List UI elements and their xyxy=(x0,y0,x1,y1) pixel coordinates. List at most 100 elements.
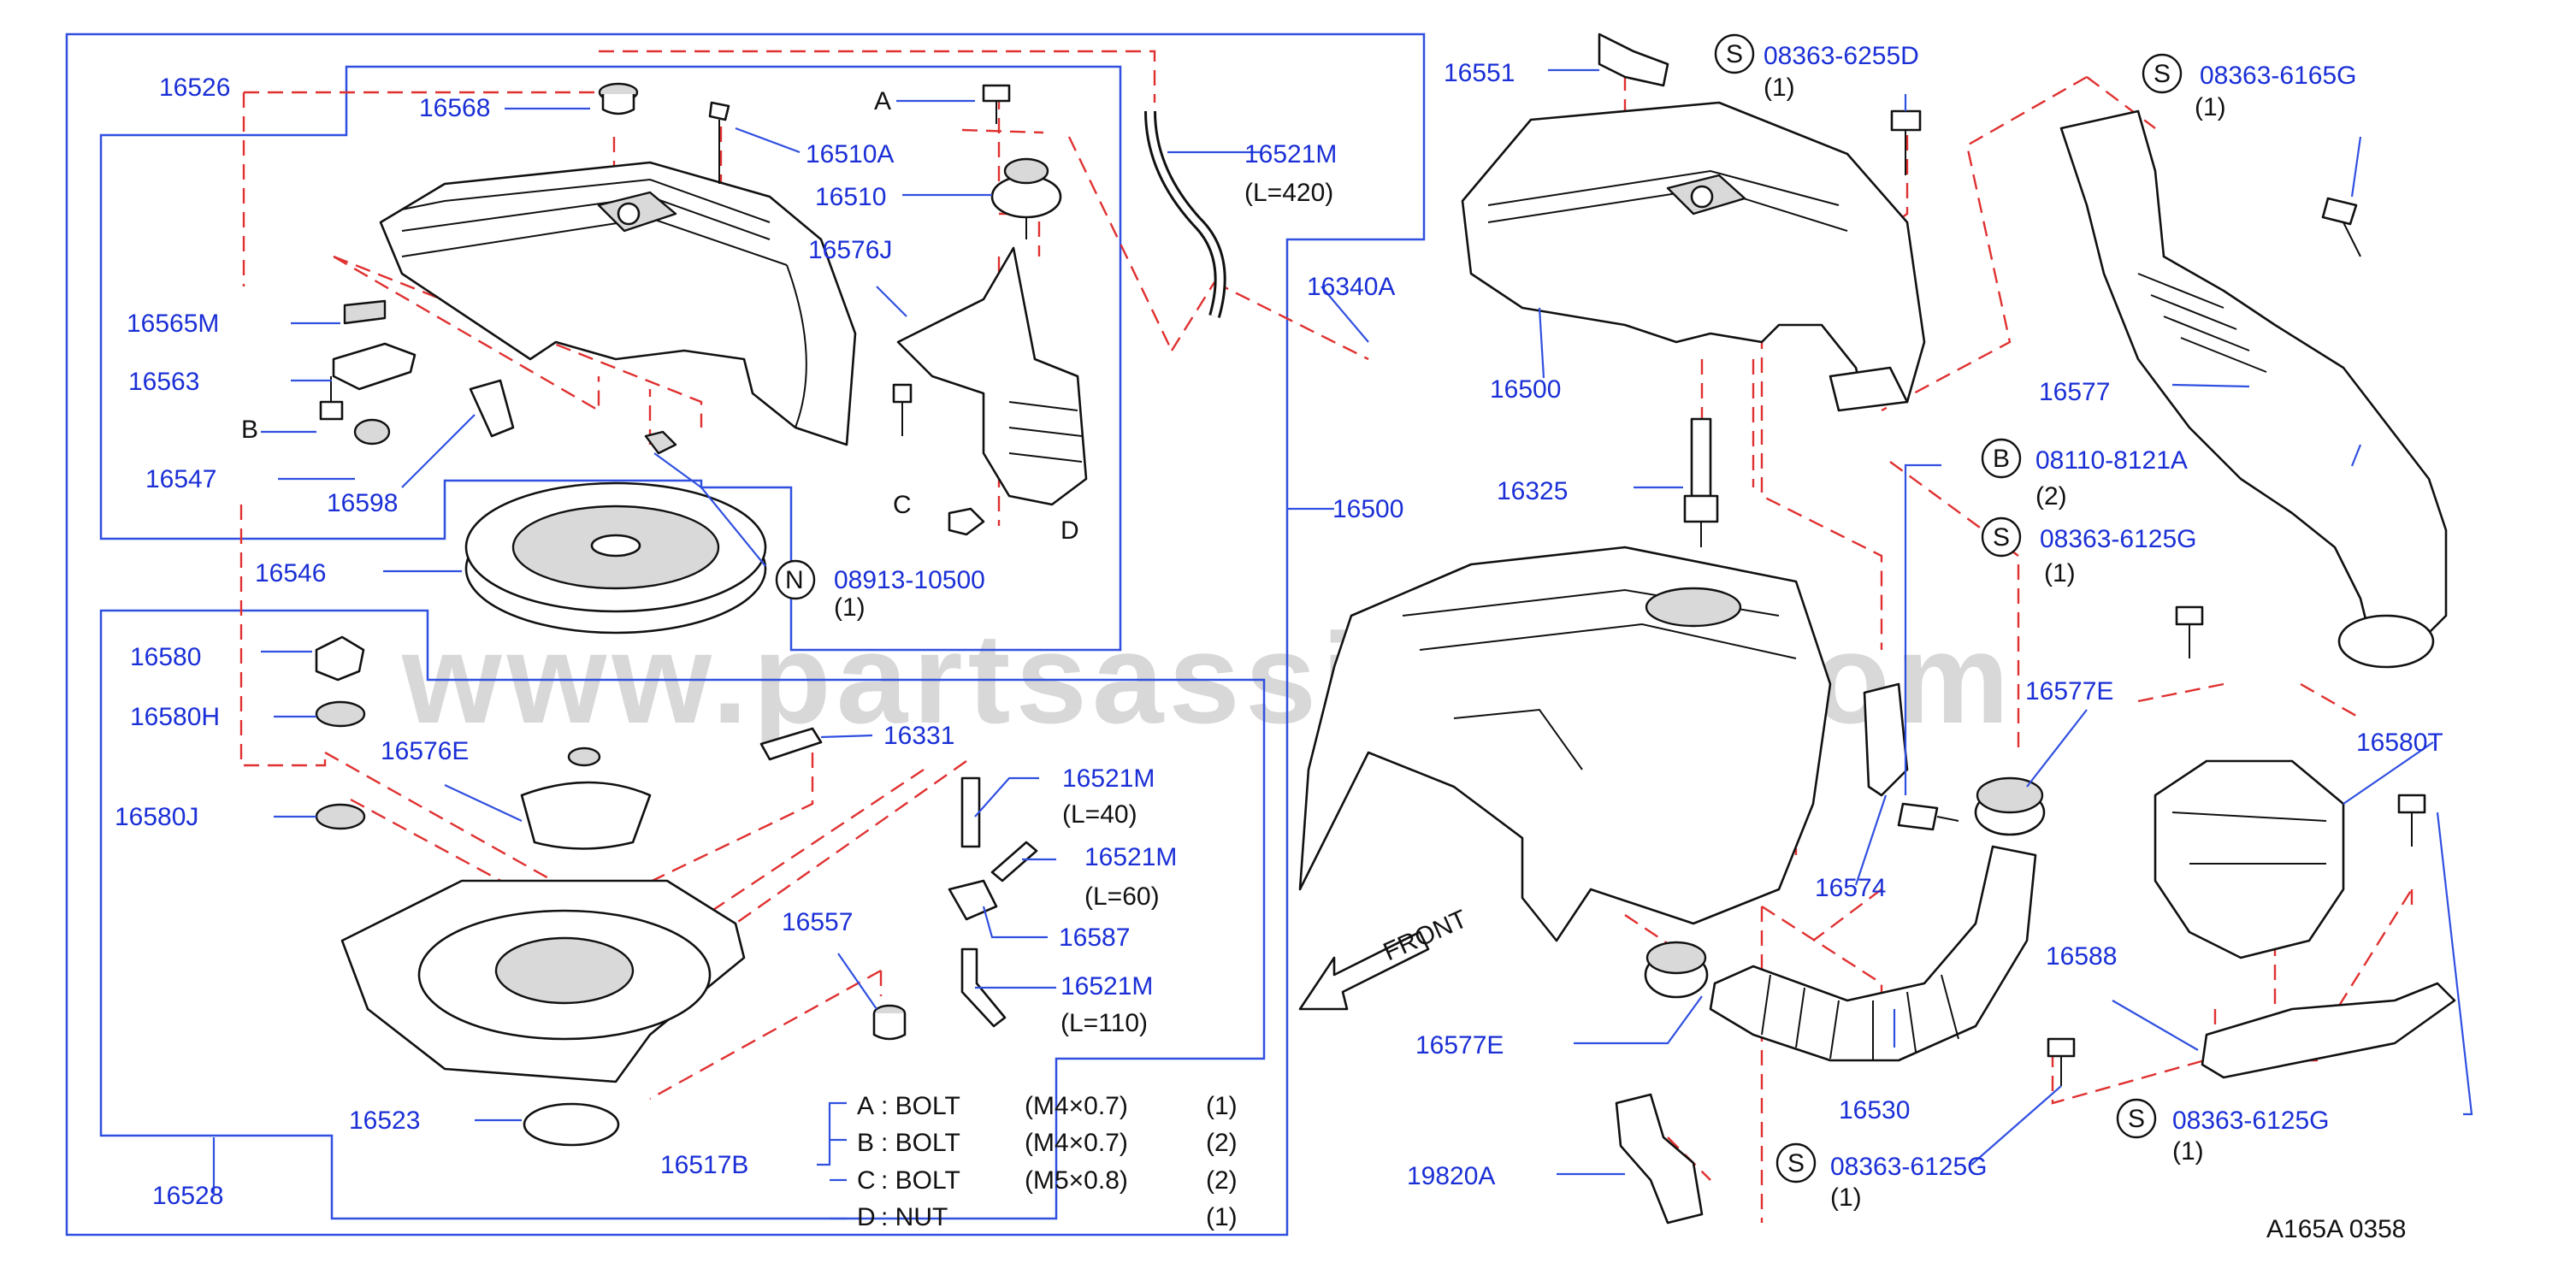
grommet-16547 xyxy=(353,418,391,446)
letter-D: D xyxy=(1061,516,1079,545)
bracket-16563 xyxy=(332,342,417,391)
label-l40: (L=40) xyxy=(1062,800,1137,829)
label-l110: (L=110) xyxy=(1061,1009,1148,1037)
stud-16510A xyxy=(708,101,730,184)
callout-6125G-c-part: 08363-6125G xyxy=(2172,1107,2330,1135)
badge-S-6165G-letter: S xyxy=(2154,60,2171,88)
label-16526: 16526 xyxy=(159,74,230,102)
assembly-guide-lines xyxy=(239,50,2414,1223)
badge-N-letter: N xyxy=(785,566,804,594)
front-label: FRONT xyxy=(1380,905,1472,966)
clip-19820A xyxy=(1615,1093,1704,1225)
callout-6255D-qty: (1) xyxy=(1764,74,1795,102)
callout-6125G-a-qty: (1) xyxy=(2044,559,2076,587)
legend-size-C: (M5×0.8) xyxy=(1025,1166,1128,1195)
clamp-16577E-top xyxy=(1974,776,2046,836)
badge-S-6255D-letter: S xyxy=(1726,40,1743,68)
label-16580: 16580 xyxy=(130,643,201,671)
label-16577E-top: 16577E xyxy=(2025,677,2113,705)
label-19820A: 19820A xyxy=(1407,1162,1495,1190)
pad-16565M xyxy=(343,299,387,325)
sensor-16325 xyxy=(1683,417,1719,547)
valve-16580 xyxy=(315,635,365,682)
disc-16580H xyxy=(315,700,366,728)
diagram-code: A165A 0358 xyxy=(2266,1215,2407,1243)
label-16530: 16530 xyxy=(1839,1096,1910,1124)
label-16557: 16557 xyxy=(782,908,853,936)
callout-8121A-qty: (2) xyxy=(2035,482,2067,511)
callout-6125G-b-qty: (1) xyxy=(1830,1183,1862,1212)
label-16577: 16577 xyxy=(2039,378,2110,406)
label-16574: 16574 xyxy=(1815,874,1886,902)
filter-element-16546 xyxy=(464,481,767,634)
label-16521M-top: 16521M xyxy=(1244,140,1337,168)
bolt-08363-6125G-lower-left xyxy=(2047,1037,2076,1086)
label-16331: 16331 xyxy=(883,722,954,750)
callout-6255D-part: 08363-6255D xyxy=(1764,42,1919,70)
bolt-08363-6125G-lower-right xyxy=(2397,794,2426,847)
valve-16510 xyxy=(990,157,1062,239)
label-16523: 16523 xyxy=(349,1107,420,1135)
hose-16521M-420-inner xyxy=(1147,110,1224,318)
outer-assembly-frame xyxy=(65,32,1426,1237)
nut-N xyxy=(644,430,677,455)
callout-6125G-c-qty: (1) xyxy=(2172,1137,2204,1166)
label-16580H: 16580H xyxy=(130,703,220,731)
leader-lines xyxy=(212,68,2473,1220)
label-16546: 16546 xyxy=(255,559,326,587)
hose-16521M-60 xyxy=(990,841,1038,882)
bolt-C xyxy=(892,383,913,436)
badge-N xyxy=(775,559,816,600)
callout-6165G-qty: (1) xyxy=(2195,93,2226,121)
resonator-16580T xyxy=(2154,759,2345,959)
bolt-A xyxy=(982,84,1011,124)
legend-name-D: : NUT xyxy=(881,1203,948,1231)
callout-6125G-a-part: 08363-6125G xyxy=(2040,525,2197,553)
label-16588: 16588 xyxy=(2046,942,2117,971)
legend-name-B: : BOLT xyxy=(881,1129,960,1157)
label-16580J: 16580J xyxy=(115,803,198,831)
duct-16577 xyxy=(2059,109,2448,669)
cap-16576E xyxy=(520,747,652,850)
legend-key-B: B xyxy=(857,1129,874,1157)
label-16325: 16325 xyxy=(1497,477,1568,505)
label-16340A: 16340A xyxy=(1307,273,1395,301)
bolt-08363-6125G-upper xyxy=(2175,605,2204,658)
fastener-legend: A : BOLT (M4×0.7) (1) B : BOLT (M4×0.7) … xyxy=(857,1092,1238,1231)
bracket-16331 xyxy=(759,727,823,761)
label-16521M-60: 16521M xyxy=(1084,843,1177,871)
bracket-16574 xyxy=(1863,682,1909,797)
engine-block xyxy=(1298,546,1832,942)
letter-A: A xyxy=(874,87,891,115)
legend-name-A: : BOLT xyxy=(881,1092,960,1120)
hose-16521M-420 xyxy=(1144,110,1226,318)
callout-8121A-part: 08110-8121A xyxy=(2035,446,2188,475)
label-16517B: 16517B xyxy=(660,1151,748,1179)
hose-16521M-40 xyxy=(960,776,981,848)
letter-B: B xyxy=(241,416,258,444)
callout-6125G-b-part: 08363-6125G xyxy=(1830,1153,1988,1181)
bolt-B xyxy=(319,376,344,421)
badge-S-6255D xyxy=(1714,33,1755,74)
upper-cover-frame xyxy=(99,65,1122,652)
hose-16521M-110 xyxy=(960,947,1007,1028)
seal-16523 xyxy=(523,1102,620,1147)
label-16576J: 16576J xyxy=(808,236,892,264)
bolt-08110-8121A xyxy=(1897,802,1959,831)
label-16521M-110: 16521M xyxy=(1061,972,1153,1000)
label-16577E-bottom: 16577E xyxy=(1415,1031,1504,1059)
front-direction-arrow xyxy=(1298,930,1430,1011)
legend-key-A: A xyxy=(857,1092,874,1120)
label-16547: 16547 xyxy=(145,465,216,493)
badge-B-8121A-letter: B xyxy=(1993,445,2010,473)
label-16587: 16587 xyxy=(1059,924,1130,952)
air-cleaner-lower-case xyxy=(340,879,746,1083)
clamp-16577E-bottom xyxy=(1644,941,1709,999)
bolt-08363-6165G xyxy=(2321,197,2361,257)
grommet-16568 xyxy=(598,82,639,115)
letter-C: C xyxy=(893,491,912,519)
bracket-16588 xyxy=(2201,982,2456,1079)
legend-key-C: C xyxy=(857,1166,876,1195)
badge-S-6125G-a-letter: S xyxy=(1993,523,2010,552)
